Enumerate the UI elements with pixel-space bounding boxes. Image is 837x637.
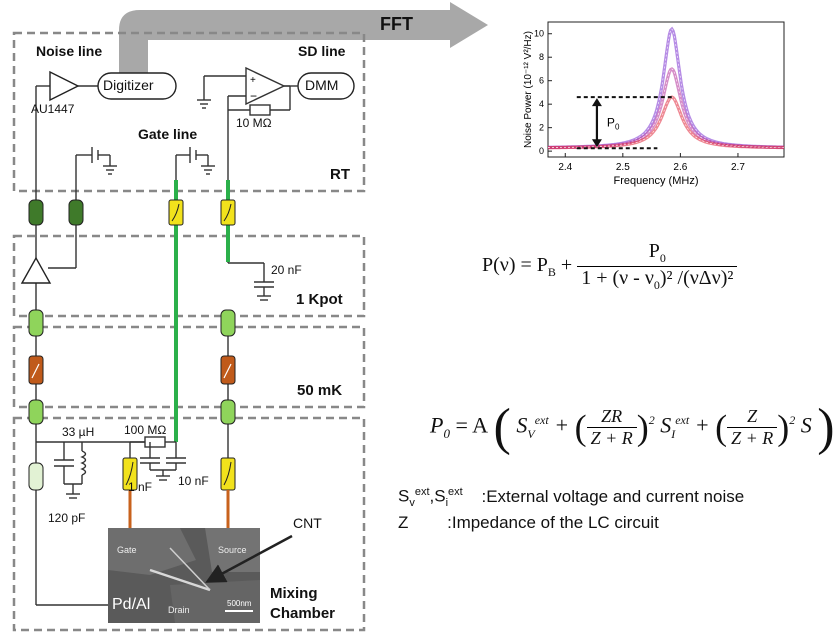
eq1-pb-sub: B	[547, 265, 556, 280]
capacitor-20nf	[254, 281, 274, 301]
coax-50mk-noise-2	[28, 399, 44, 425]
coax-rt-noise	[28, 199, 84, 226]
ground-sd	[197, 99, 211, 109]
eq1-num-sub: 0	[659, 251, 666, 265]
amp-model-label: AU1447	[31, 102, 75, 116]
sem-scale-label: 500nm	[227, 599, 252, 608]
eq1-den-sub: 0	[653, 278, 660, 292]
coax-kpot-sd	[220, 309, 236, 425]
mixing-label: Mixing	[270, 585, 318, 602]
coax-mc-noise	[28, 462, 44, 491]
y-tick-label: 6	[539, 76, 544, 86]
eq1-den: 1 + (ν - ν	[581, 267, 654, 289]
sem-gate-label: Gate	[117, 545, 137, 555]
gate-rc-filter	[129, 436, 186, 481]
pd-al-label: Pd/Al	[112, 596, 151, 613]
fft-label: FFT	[380, 14, 413, 34]
noise-line-label: Noise line	[36, 43, 103, 59]
inductor-33u-label: 33 µH	[62, 425, 95, 439]
x-tick-label: 2.4	[558, 162, 572, 173]
x-tick-label: 2.7	[731, 162, 745, 173]
sem-source-label: Source	[218, 545, 247, 555]
capacitor-1n-label: 1 nF	[128, 480, 153, 494]
cnt-label: CNT	[293, 515, 322, 531]
eq2-lhs-sub: 0	[443, 425, 450, 441]
capacitor-120p-label: 120 pF	[48, 511, 86, 525]
x-tick-label: 2.5	[616, 162, 630, 173]
mk50-label: 50 mK	[297, 382, 343, 399]
p0-arrow-head-up	[591, 98, 602, 107]
y-tick-label: 8	[539, 52, 544, 62]
noise-line-wiring	[35, 85, 150, 606]
fft-arrow	[119, 2, 488, 78]
y-axis-label: Noise Power (10⁻¹² V²/Hz)	[523, 31, 534, 148]
amp-au1447	[49, 70, 80, 102]
sem-drain-label: Drain	[168, 605, 190, 615]
eq2-rhs: = A	[455, 412, 489, 438]
lorentzian-equation: P(ν) = PB + P0 1 + (ν - ν0)² /(νΔν)²	[482, 240, 738, 293]
digitizer-label: Digitizer	[103, 77, 154, 93]
filter-sd-mc	[220, 457, 236, 491]
kpot-label: 1 Kpot	[296, 291, 343, 308]
bond-wires	[128, 490, 230, 530]
capacitor-10n-label: 10 nF	[178, 474, 209, 488]
x-tick-label: 2.6	[673, 162, 687, 173]
rt-label: RT	[330, 166, 350, 183]
eq2-lhs: P	[430, 412, 444, 438]
svg-text:−: −	[250, 89, 257, 103]
note-noise-sources: Svext,Siext :External voltage and curren…	[398, 486, 745, 510]
gate-line-label: Gate line	[138, 126, 198, 142]
battery-gate	[189, 147, 215, 175]
resistor-10m-label: 10 MΩ	[236, 116, 272, 130]
filter-gate-rt	[168, 199, 184, 226]
svg-text:+: +	[250, 75, 256, 86]
eq1-num: P	[648, 240, 660, 262]
eq1-lhs: P(ν) = P	[482, 254, 548, 277]
battery-noise	[91, 147, 117, 175]
sd-line-label: SD line	[298, 43, 346, 59]
y-tick-label: 4	[539, 99, 544, 109]
mixing-chamber-box	[12, 416, 366, 632]
coax-50mk-noise	[28, 355, 44, 385]
sd-line-wiring	[175, 66, 298, 530]
dmm-label: DMM	[305, 77, 339, 93]
mk50-box	[12, 325, 366, 409]
eq1-den-rest: )² /(νΔν)²	[659, 267, 734, 289]
kpot-box	[12, 234, 366, 318]
p0-arrow-head-down	[591, 139, 602, 148]
x-axis-label: Frequency (MHz)	[614, 175, 699, 187]
series-line-2	[548, 95, 785, 150]
cryo-amp	[20, 256, 52, 284]
filter-sd-rt	[220, 199, 236, 226]
resistor-100m-label: 100 MΩ	[124, 423, 167, 437]
y-tick-label: 0	[539, 146, 544, 156]
cnt-arrow	[205, 534, 293, 583]
chamber-label: Chamber	[270, 605, 336, 622]
lc-circuit	[54, 442, 87, 499]
note-impedance: Z :Impedance of the LC circuit	[398, 513, 659, 532]
coax-kpot-noise	[28, 309, 44, 337]
y-tick-label: 10	[534, 29, 544, 39]
digitizer-box	[97, 72, 177, 100]
capacitor-20nf-label: 20 nF	[271, 263, 302, 277]
y-tick-label: 2	[539, 123, 544, 133]
rt-box	[12, 31, 366, 193]
